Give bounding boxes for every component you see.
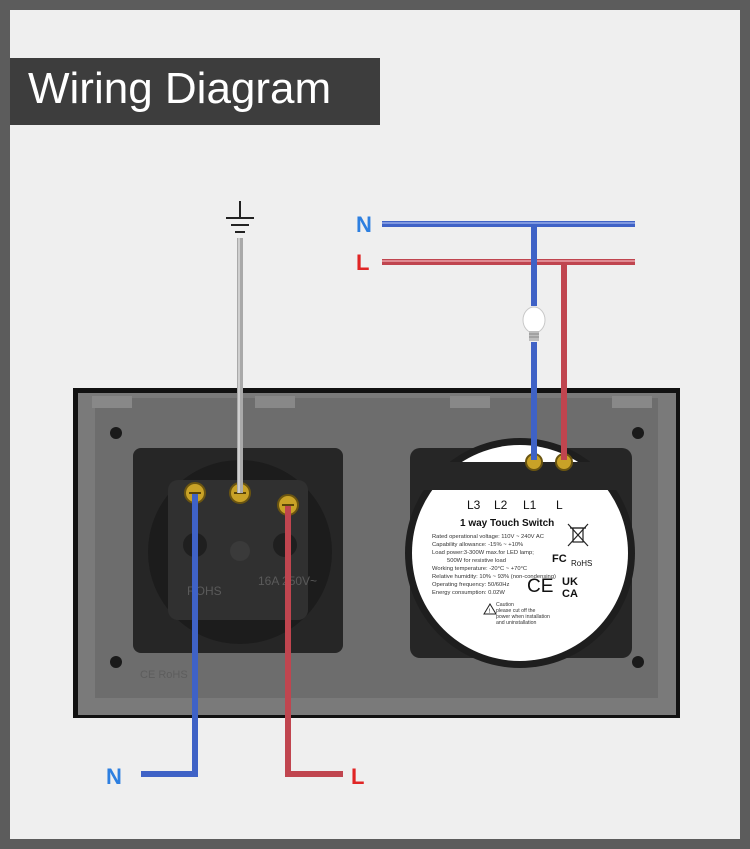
- spec-line: Operating frequency: 50/60Hz: [432, 582, 509, 588]
- socket-l-label: L: [351, 764, 364, 789]
- page-title: Wiring Diagram: [28, 64, 332, 113]
- spec-line: Rated operational voltage: 110V ~ 240V A…: [432, 534, 544, 540]
- mains-line-wire: [382, 259, 635, 265]
- socket-n-label: N: [106, 764, 122, 789]
- rohs-mark: RoHS: [571, 559, 592, 568]
- spec-line: Capability allowance: -15% ~ +10%: [432, 542, 523, 548]
- ce-mark: CE: [527, 576, 553, 597]
- spec-line: Relative humidity: 10% ~ 93% (non-conden…: [432, 574, 556, 580]
- caution-line: power when installation: [496, 614, 550, 620]
- switch-label: L3 L2 L1 L 1 way Touch Switch Rated oper…: [432, 498, 592, 626]
- caution-line: Caution: [496, 602, 514, 608]
- spec-line: Energy consumption: 0.02W: [432, 590, 505, 596]
- spec-line: 500W for resistive load: [447, 558, 506, 564]
- svg-text:!: !: [489, 609, 491, 615]
- switch-line-drop: [561, 262, 567, 460]
- mains-neutral-wire: [382, 221, 635, 227]
- fc-mark: FC: [552, 553, 567, 565]
- caution-line: and uninstallation: [496, 620, 536, 626]
- caution-triangle-icon: !: [483, 603, 497, 615]
- title-banner: Wiring Diagram: [10, 58, 380, 125]
- switch-name: 1 way Touch Switch: [460, 518, 554, 529]
- touch-switch-module: [405, 438, 635, 668]
- weee-bin-icon: [567, 523, 589, 547]
- spec-line: Working temperature: -20°C ~ +70°C: [432, 566, 527, 572]
- ukca-mark-top: UK: [562, 576, 578, 588]
- earth-wire: [237, 238, 243, 493]
- terminal-l1: L1: [523, 498, 537, 512]
- spec-line: Load power:3-300W max.for LED lamp;: [432, 550, 534, 556]
- socket-line-wire: [285, 506, 343, 777]
- light-bulb-icon: [522, 306, 546, 341]
- caution-line: please cut off the: [496, 608, 536, 614]
- ground-symbol-icon: [226, 201, 254, 233]
- ukca-mark-bottom: CA: [562, 588, 578, 600]
- terminal-l2: L2: [494, 498, 508, 512]
- mains-l-label: L: [356, 250, 369, 275]
- mains-n-label: N: [356, 212, 372, 237]
- terminal-l: L: [556, 498, 563, 512]
- terminal-l3: L3: [467, 498, 481, 512]
- socket-neutral-wire: [141, 494, 198, 777]
- socket-ce-rohs-text: CE RoHS: [140, 669, 188, 681]
- switch-neutral-drop: [531, 224, 537, 460]
